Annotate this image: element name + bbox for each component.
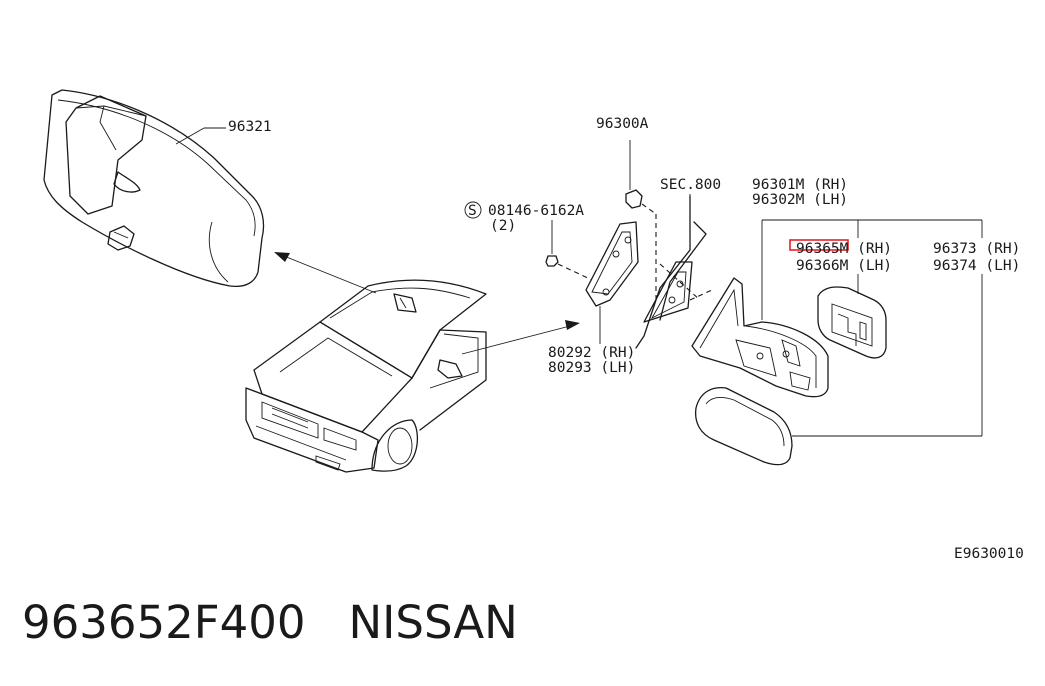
label-96321: 96321	[228, 119, 272, 135]
mirror-finisher-drawing	[585, 221, 639, 344]
diagram-code: E9630010	[954, 546, 1024, 562]
inner-rearview-mirror-drawing	[43, 89, 265, 288]
label-96300a: 96300A	[596, 116, 649, 132]
leader-96321	[175, 127, 205, 145]
label-sec-800: SEC.800	[660, 177, 721, 193]
screw-symbol: S	[468, 203, 477, 219]
arrow-to-inner-mirror	[274, 252, 377, 294]
label-96366m-lh: 96366M (LH)	[796, 258, 892, 274]
leader-lines	[689, 194, 983, 437]
screw-callout: S 08146-6162A (2)	[464, 201, 584, 234]
label-96302m-lh: 96302M (LH)	[752, 192, 848, 208]
label-96301m-rh: 96301M (RH)	[752, 177, 848, 193]
screw-drawing	[545, 220, 593, 281]
label-96374-lh: 96374 (LH)	[933, 258, 1020, 274]
part-number-caption: 963652F400 NISSAN	[22, 596, 518, 649]
mirror-glass-drawing	[817, 286, 887, 359]
highlight-box	[789, 239, 849, 251]
bolt-drawing	[625, 140, 657, 300]
car-drawing	[245, 279, 487, 473]
label-screw-qty: (2)	[490, 218, 516, 234]
label-08146-6162a: 08146-6162A	[488, 203, 584, 219]
brand-name: NISSAN	[348, 596, 518, 649]
label-80292-rh: 80292 (RH)	[548, 345, 635, 361]
part-number: 963652F400	[22, 596, 306, 649]
label-80293-lh: 80293 (LH)	[548, 360, 635, 376]
arrow-to-door-mirror	[461, 320, 580, 355]
label-96365m-rh: 96365M (RH)	[796, 241, 892, 257]
door-mirror-body-drawing	[691, 277, 829, 398]
door-section-drawing	[635, 195, 713, 349]
label-96373-rh: 96373 (RH)	[933, 241, 1020, 257]
mirror-cover-drawing	[694, 386, 793, 466]
